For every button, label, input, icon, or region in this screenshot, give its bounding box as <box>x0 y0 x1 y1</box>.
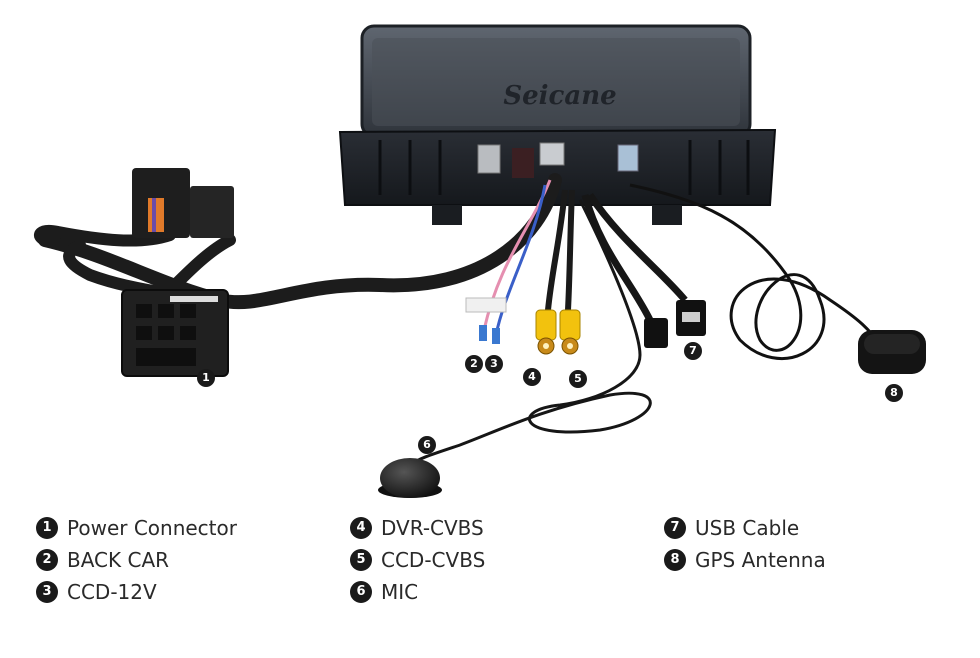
badge-5: 5 <box>569 370 587 388</box>
head-unit: Seicane <box>338 24 777 225</box>
legend-item-power-connector: 1 Power Connector <box>36 512 336 544</box>
legend-item-gps-antenna: 8 GPS Antenna <box>664 544 964 576</box>
legend-number: 5 <box>350 549 372 571</box>
legend-item-ccd-cvbs: 5 CCD-CVBS <box>350 544 650 576</box>
badge-3: 3 <box>485 355 503 373</box>
usb-cables <box>581 193 706 348</box>
legend-label: DVR-CVBS <box>381 516 484 540</box>
legend-label: USB Cable <box>695 516 800 540</box>
legend-number: 1 <box>36 517 58 539</box>
legend-item-usb-cable: 7 USB Cable <box>664 512 964 544</box>
legend-item-back-car: 2 BACK CAR <box>36 544 336 576</box>
legend-item-dvr-cvbs: 4 DVR-CVBS <box>350 512 650 544</box>
gps-cable <box>629 183 882 360</box>
legend-item-ccd-12v: 3 CCD-12V <box>36 576 336 608</box>
badge-1: 1 <box>197 369 215 387</box>
power-connector-upper <box>132 168 234 238</box>
mic-puck <box>378 458 442 498</box>
badge-6: 6 <box>418 436 436 454</box>
legend-label: CCD-CVBS <box>381 548 486 572</box>
badge-4: 4 <box>523 368 541 386</box>
legend-label: MIC <box>381 580 419 604</box>
legend-label: GPS Antenna <box>695 548 826 572</box>
legend-number: 2 <box>36 549 58 571</box>
legend-label: Power Connector <box>67 516 237 540</box>
legend-label: CCD-12V <box>67 580 157 604</box>
legend-label: BACK CAR <box>67 548 170 572</box>
power-connector-lower <box>121 289 229 377</box>
brand-logo: Seicane <box>503 81 616 111</box>
legend-number: 6 <box>350 581 372 603</box>
badge-2: 2 <box>465 355 483 373</box>
mic-cable <box>409 199 652 467</box>
badge-7: 7 <box>684 342 702 360</box>
legend-column-1: 1 Power Connector 2 BACK CAR 3 CCD-12V <box>36 512 336 608</box>
rca-cables <box>535 189 581 355</box>
back-car-wire <box>465 179 552 344</box>
legend-number: 7 <box>664 517 686 539</box>
legend-number: 3 <box>36 581 58 603</box>
legend-column-3: 7 USB Cable 8 GPS Antenna <box>664 512 964 576</box>
product-illustration: Seicane <box>33 24 926 498</box>
badge-8: 8 <box>885 384 903 402</box>
legend-item-mic: 6 MIC <box>350 576 650 608</box>
legend-number: 8 <box>664 549 686 571</box>
legend-column-2: 4 DVR-CVBS 5 CCD-CVBS 6 MIC <box>350 512 650 608</box>
legend-number: 4 <box>350 517 372 539</box>
gps-puck <box>858 330 926 374</box>
